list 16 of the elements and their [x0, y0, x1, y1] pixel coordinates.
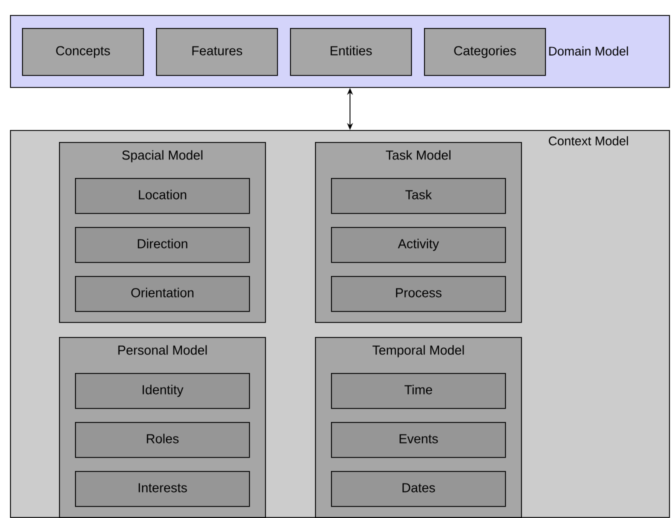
concept-box: Categories: [424, 28, 546, 76]
concept-box: Entities: [290, 28, 412, 76]
concept-box: Process: [331, 276, 506, 312]
concept-box: Orientation: [75, 276, 250, 312]
concept-box: Interests: [75, 471, 250, 507]
concept-box: Time: [331, 373, 506, 409]
concept-box: Dates: [331, 471, 506, 507]
concept-box: Features: [156, 28, 278, 76]
concept-box: Concepts: [22, 28, 144, 76]
concept-box: Direction: [75, 227, 250, 263]
concept-box: Identity: [75, 373, 250, 409]
concept-box: Location: [75, 178, 250, 214]
concept-box: Roles: [75, 422, 250, 458]
concept-box: Task: [331, 178, 506, 214]
concept-box: Events: [331, 422, 506, 458]
concept-box: Activity: [331, 227, 506, 263]
